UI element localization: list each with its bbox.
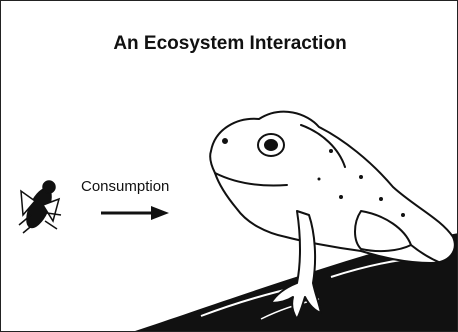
diagram-title: An Ecosystem Interaction (113, 33, 347, 54)
consumption-label: Consumption (81, 178, 170, 195)
fly-icon (18, 180, 62, 234)
consumption-arrow (101, 206, 169, 220)
frog-icon (209, 110, 456, 320)
branch-icon (135, 233, 457, 331)
